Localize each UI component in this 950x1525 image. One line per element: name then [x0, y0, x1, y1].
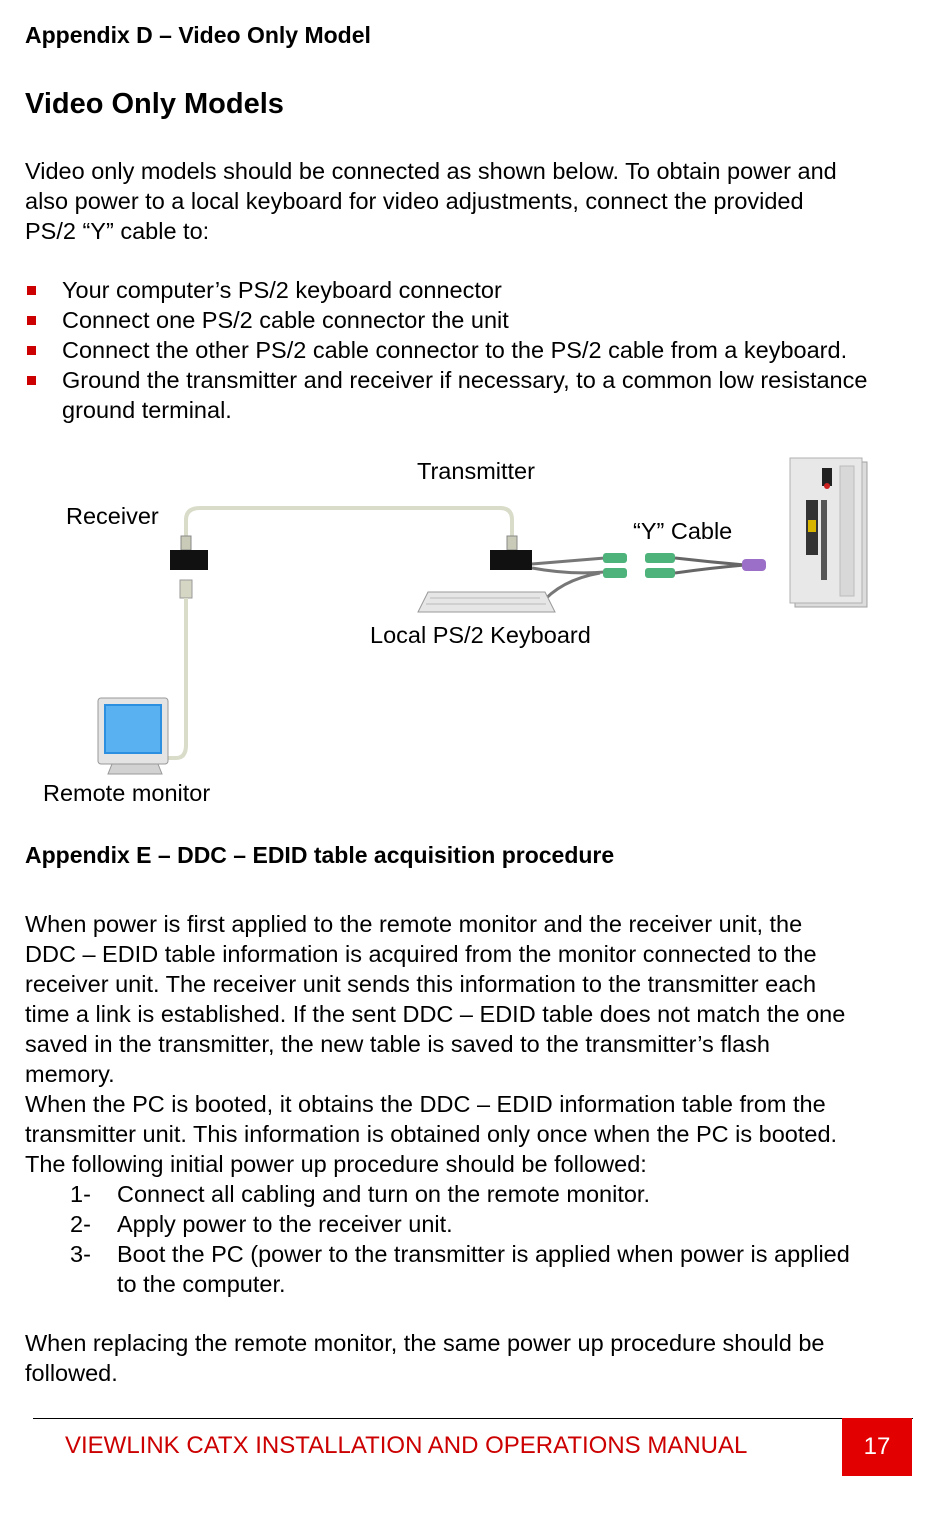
bullet-list: Your computer’s PS/2 keyboard connector …: [25, 275, 940, 425]
page-number: 17: [842, 1418, 912, 1476]
keyboard-label: Local PS/2 Keyboard: [370, 622, 591, 648]
procedure-steps: 1-Connect all cabling and turn on the re…: [25, 1179, 940, 1299]
bullet-icon: [27, 346, 36, 355]
receiver-plug: [180, 535, 192, 551]
list-item: Your computer’s PS/2 keyboard connector: [25, 275, 940, 305]
appendix-e-heading: Appendix E – DDC – EDID table acquisitio…: [25, 842, 615, 868]
intro-line: also power to a local keyboard for video…: [25, 188, 804, 214]
ps2-plug-1: [603, 553, 627, 563]
receiver-label: Receiver: [66, 503, 159, 529]
paragraph-line: saved in the transmitter, the new table …: [25, 1031, 770, 1057]
paragraph-line: receiver unit. The receiver unit sends t…: [25, 971, 817, 997]
section-header: Appendix D – Video Only Model: [25, 22, 371, 48]
list-item: Connect the other PS/2 cable connector t…: [25, 335, 940, 365]
ps2-plug-2: [603, 568, 627, 578]
diagram-graphics: [97, 457, 868, 775]
paragraph-line: transmitter unit. This information is ob…: [25, 1121, 838, 1147]
paragraph-line: DDC – EDID table information is acquired…: [25, 941, 817, 967]
intro-paragraph: Video only models should be connected as…: [25, 156, 940, 246]
paragraph-line: memory.: [25, 1061, 115, 1087]
footer-title: VIEWLINK CATX INSTALLATION AND OPERATION…: [65, 1432, 748, 1459]
bullet-icon: [27, 286, 36, 295]
bullet-icon: [27, 316, 36, 325]
closing-paragraph: When replacing the remote monitor, the s…: [25, 1328, 940, 1388]
list-item: Connect one PS/2 cable connector the uni…: [25, 305, 940, 335]
paragraph-line: When replacing the remote monitor, the s…: [25, 1330, 825, 1356]
intro-line: PS/2 “Y” cable to:: [25, 218, 210, 244]
ps2-plug-3: [645, 553, 675, 563]
transmitter-unit: [490, 550, 532, 570]
list-item: 3-Boot the PC (power to the transmitter …: [70, 1241, 850, 1297]
y-cable-to-transmitter: [531, 556, 606, 566]
paragraph-line: The following initial power up procedure…: [25, 1151, 647, 1177]
y-cable-label: “Y” Cable: [633, 518, 733, 544]
ps2-plug-4: [645, 568, 675, 578]
connection-diagram: Transmitter Receiver “Y” Cable Local PS/…: [0, 440, 950, 820]
footer-divider: [33, 1418, 913, 1419]
keyboard-body: [417, 591, 556, 613]
transmitter-plug: [506, 535, 518, 551]
y-cable-join: [674, 556, 746, 575]
vga-connector: [179, 579, 193, 599]
intro-line: Video only models should be connected as…: [25, 158, 837, 184]
paragraph-line: time a link is established. If the sent …: [25, 1001, 846, 1027]
paragraph-line: followed.: [25, 1360, 118, 1386]
list-item: Ground the transmitter and receiver if n…: [25, 365, 940, 425]
paragraph-line: When power is first applied to the remot…: [25, 911, 803, 937]
list-item: 2-Apply power to the receiver unit.: [70, 1211, 453, 1237]
monitor-label: Remote monitor: [43, 780, 211, 806]
transmitter-label: Transmitter: [417, 458, 535, 484]
bullet-icon: [27, 376, 36, 385]
ps2-plug-purple: [742, 559, 766, 571]
monitor-cable: [168, 598, 188, 760]
appendix-e-paragraph: When power is first applied to the remot…: [25, 909, 940, 1179]
receiver-unit: [170, 550, 208, 570]
list-item: 1-Connect all cabling and turn on the re…: [70, 1181, 650, 1207]
paragraph-line: When the PC is booted, it obtains the DD…: [25, 1091, 826, 1117]
page-title: Video Only Models: [25, 88, 284, 120]
catx-cable: [184, 506, 514, 548]
